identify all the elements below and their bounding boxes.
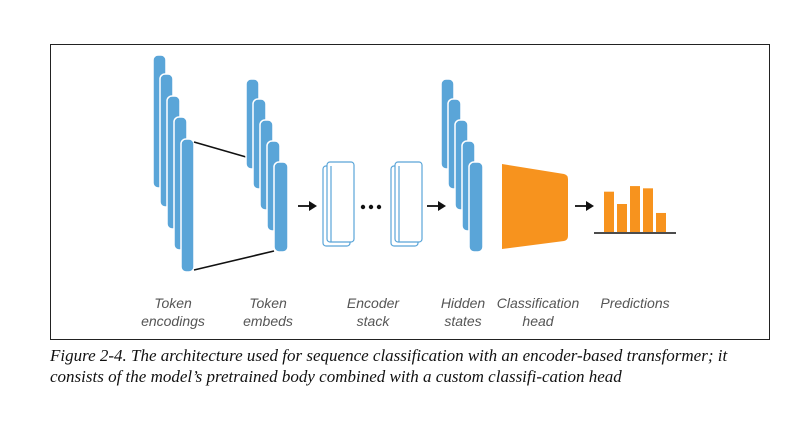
prediction-bar <box>630 186 640 232</box>
ellipsis-icon <box>360 204 382 210</box>
label-encoder-stack: Encoder stack <box>346 295 400 329</box>
token-embeds-stack <box>245 78 289 253</box>
prediction-bar <box>604 191 614 232</box>
classification-head-trapezoid <box>502 164 568 249</box>
predictions-chart <box>604 186 666 232</box>
encoder-block <box>322 161 355 247</box>
label-token-encodings: Token encodings <box>141 295 205 329</box>
hidden-states-stack <box>440 78 484 253</box>
arrow-head-to-predictions <box>575 201 594 211</box>
prediction-bar <box>643 188 653 232</box>
prediction-bar <box>656 212 666 232</box>
label-hidden-states: Hidden states <box>440 295 486 329</box>
hidden-state-bar <box>468 161 484 253</box>
token-embed-bar <box>273 161 289 253</box>
token-encodings-stack <box>152 54 195 273</box>
encoder-block <box>390 161 423 247</box>
token-encoding-bar <box>180 138 195 273</box>
label-classification-head: Classification head <box>496 295 580 329</box>
label-predictions: Predictions <box>600 295 670 311</box>
prediction-bar <box>617 204 627 232</box>
projection-line-bottom <box>193 250 275 271</box>
arrow-embeds-to-encoder <box>298 201 317 211</box>
label-token-embeds: Token embeds <box>243 295 293 329</box>
figure-caption: Figure 2-4. The architecture used for se… <box>50 346 728 386</box>
arrow-encoder-to-hidden <box>427 201 446 211</box>
